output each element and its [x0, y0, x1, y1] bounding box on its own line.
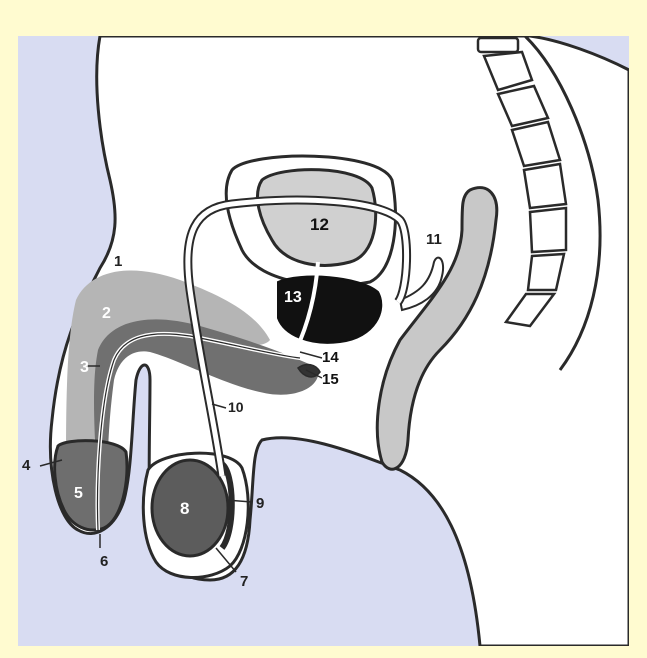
- label-8: 8: [180, 499, 189, 518]
- label-6: 6: [100, 553, 108, 570]
- label-1: 1: [114, 253, 122, 270]
- label-9: 9: [256, 495, 264, 512]
- prostate: [278, 277, 381, 343]
- label-2: 2: [102, 305, 111, 322]
- label-15: 15: [322, 371, 339, 388]
- label-4: 4: [22, 457, 31, 474]
- label-10: 10: [228, 399, 244, 415]
- label-5: 5: [74, 485, 83, 502]
- label-12: 12: [310, 215, 329, 234]
- label-11: 11: [426, 231, 442, 248]
- label-3: 3: [80, 359, 89, 376]
- label-13: 13: [284, 289, 302, 306]
- testis: [152, 460, 228, 556]
- label-14: 14: [322, 349, 339, 366]
- label-7: 7: [240, 573, 248, 590]
